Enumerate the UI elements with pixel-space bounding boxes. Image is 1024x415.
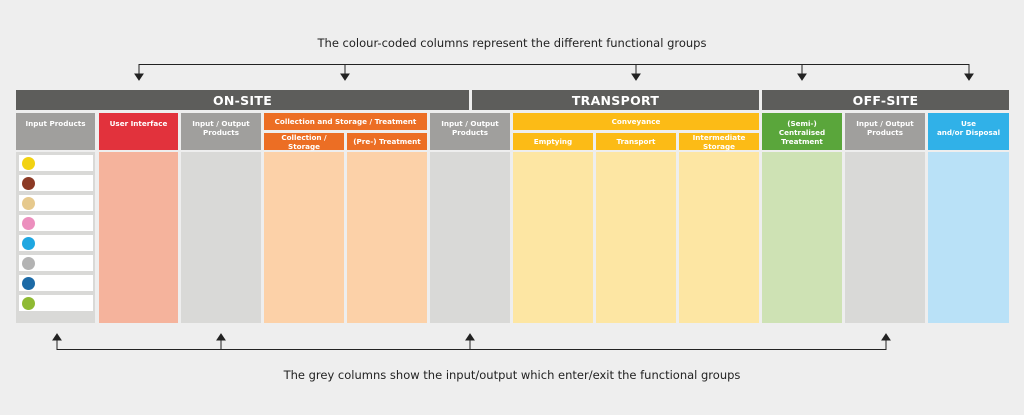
input-product-dot: [22, 177, 35, 190]
top-arrows: [134, 64, 974, 81]
column-emptying: [513, 152, 593, 323]
column-collection-storage: [264, 152, 344, 323]
column-pre-treatment: [347, 152, 427, 323]
column-intermediate-storage: [679, 152, 759, 323]
input-product-row: [19, 295, 93, 311]
top-arrow-head-4: [797, 73, 807, 81]
header-user-interface: User Interface: [99, 113, 178, 150]
top-arrow-head-2: [340, 73, 350, 81]
header-intermediate-storage: Intermediate Storage: [679, 133, 759, 151]
column-input-products: [16, 152, 95, 323]
top-arrow-head-3: [631, 73, 641, 81]
top-arrow-head-5: [964, 73, 974, 81]
header-input-output-products-1: Input / Output Products: [181, 113, 261, 150]
header-collection-storage: Collection / Storage: [264, 133, 344, 151]
column-centralised-treatment: [762, 152, 842, 323]
column-input-output-3: [845, 152, 925, 323]
input-product-row: [19, 175, 93, 191]
bottom-arrows: [52, 333, 891, 350]
bottom-arrow-head-4: [881, 333, 891, 341]
top-caption: The colour-coded columns represent the d…: [317, 36, 707, 50]
bottom-caption: The grey columns show the input/output w…: [283, 368, 741, 382]
input-product-row: [19, 215, 93, 231]
input-product-dot: [22, 277, 35, 290]
column-input-output-2: [430, 152, 510, 323]
group-offsite: OFF-SITE: [762, 90, 1009, 110]
input-product-row: [19, 235, 93, 251]
header-pre-treatment: (Pre-) Treatment: [347, 133, 427, 150]
column-user-interface: [99, 152, 178, 323]
input-product-dot: [22, 197, 35, 210]
input-product-row: [19, 275, 93, 291]
input-product-dot: [22, 157, 35, 170]
input-product-row: [19, 155, 93, 171]
top-arrow-head-1: [134, 73, 144, 81]
input-product-dot: [22, 217, 35, 230]
bottom-arrow-head-3: [465, 333, 475, 341]
header-input-products: Input Products: [16, 113, 95, 150]
header-conveyance: Conveyance: [513, 113, 759, 130]
column-transport: [596, 152, 676, 323]
input-product-dot: [22, 257, 35, 270]
input-product-dot: [22, 297, 35, 310]
bottom-arrow-head-2: [216, 333, 226, 341]
header-transport: Transport: [596, 133, 676, 150]
input-product-dot: [22, 237, 35, 250]
column-input-output-1: [181, 152, 261, 323]
header-input-output-products-3: Input / Output Products: [845, 113, 925, 150]
group-onsite: ON-SITE: [16, 90, 469, 110]
header-emptying: Emptying: [513, 133, 593, 150]
header-collection-storage-treatment: Collection and Storage / Treatment: [264, 113, 427, 130]
group-transport: TRANSPORT: [472, 90, 759, 110]
input-product-row: [19, 255, 93, 271]
header-input-output-products-2: Input / Output Products: [430, 113, 510, 150]
bottom-arrow-head-1: [52, 333, 62, 341]
header-centralised-treatment: (Semi-) Centralised Treatment: [762, 113, 842, 150]
input-product-row: [19, 195, 93, 211]
column-use-disposal: [928, 152, 1009, 323]
header-use-disposal: Use and/or Disposal: [928, 113, 1009, 150]
